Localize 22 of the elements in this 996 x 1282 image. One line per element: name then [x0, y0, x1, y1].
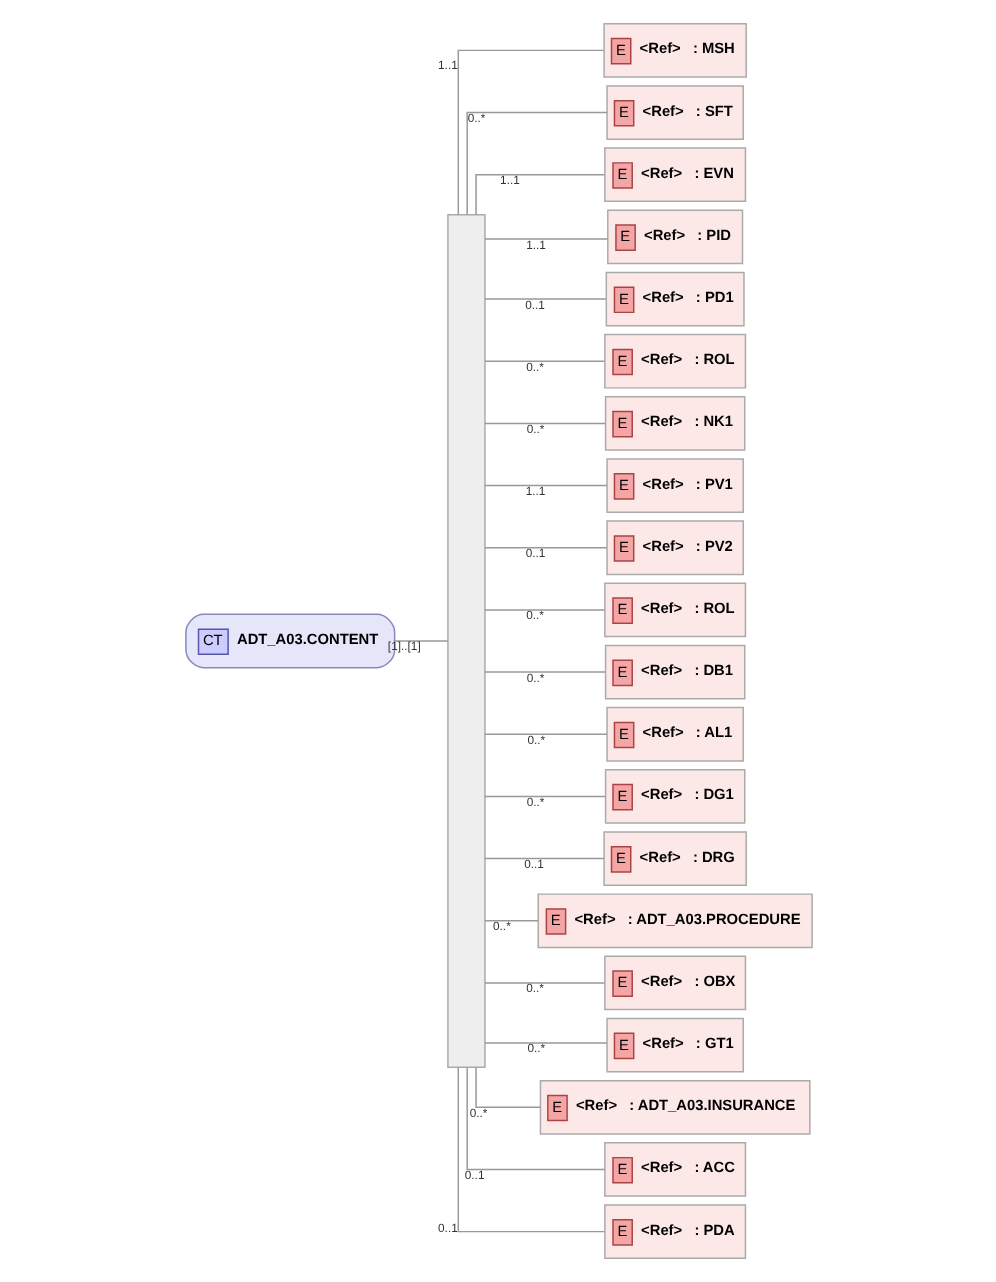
connector [483, 360, 605, 362]
connector [456, 49, 604, 216]
node-bar [446, 213, 485, 1069]
connector [483, 982, 605, 984]
connector [483, 1042, 607, 1044]
connector [483, 422, 606, 425]
connector [465, 1066, 605, 1171]
connector [483, 857, 604, 860]
connector [456, 1066, 605, 1233]
connector [483, 547, 607, 549]
connector [483, 484, 607, 487]
connector [465, 111, 607, 216]
connector [393, 640, 448, 642]
connector [483, 920, 538, 922]
connector [483, 671, 606, 673]
connector [483, 238, 608, 240]
connector [483, 609, 605, 611]
connector [483, 733, 607, 735]
connector [474, 1066, 540, 1109]
connector [483, 795, 606, 798]
connector [483, 298, 606, 300]
connector [474, 173, 605, 216]
